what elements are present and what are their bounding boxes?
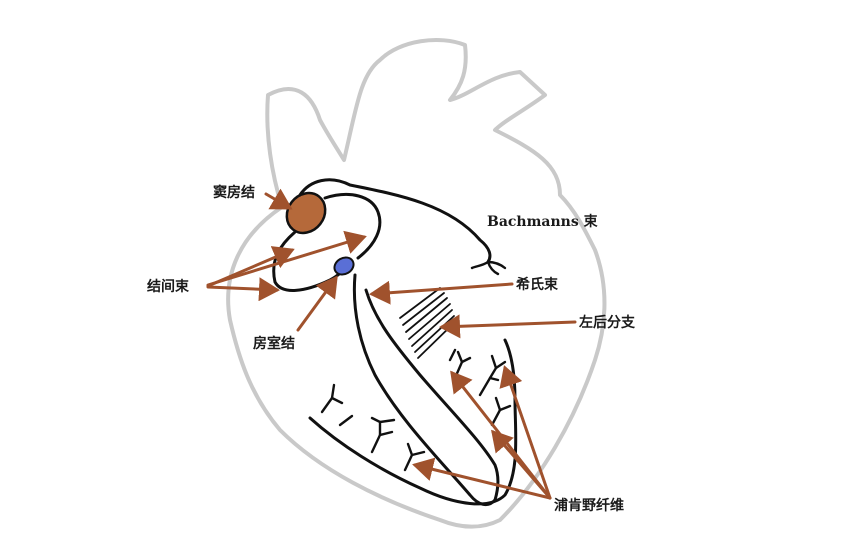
bachmann-tract <box>298 178 492 264</box>
label-bachmann-bundle: Bachmanns 束 <box>487 213 599 230</box>
fascicle-fiber <box>399 287 441 319</box>
arrow-purkinje-4 <box>450 370 552 500</box>
ventricle-lower-wall <box>308 338 518 506</box>
purkinje-twig <box>478 376 500 397</box>
sa-node <box>285 191 327 235</box>
arrow-internodal-3 <box>206 277 280 302</box>
arrow-sa-node <box>264 188 293 210</box>
label-purkinje-fibers: 浦肯野纤维 <box>554 497 624 514</box>
arrow-internodal-2 <box>206 246 295 288</box>
purkinje-twig <box>494 396 502 412</box>
purkinje-twig <box>453 350 464 380</box>
his-bundle-right-edge <box>364 288 500 502</box>
annotation-arrows <box>206 188 577 500</box>
purkinje-twig <box>330 383 336 400</box>
conduction-system <box>272 178 518 507</box>
purkinje-twig <box>448 348 457 362</box>
label-av-node: 房室结 <box>253 335 295 352</box>
purkinje-fibers <box>320 348 512 472</box>
purkinje-twig <box>370 430 394 454</box>
purkinje-twig <box>406 442 414 457</box>
purkinje-twig <box>370 416 382 437</box>
left-posterior-fascicle <box>399 287 456 359</box>
label-his-bundle: 希氏束 <box>516 276 559 293</box>
fascicle-fiber <box>408 303 451 340</box>
heart-outline <box>226 38 607 529</box>
av-node <box>333 256 355 276</box>
labels: 窦房结 结间束 房室结 Bachmanns 束 希氏束 左后分支 浦肯野纤维 <box>147 184 636 514</box>
fascicle-fiber <box>402 292 445 326</box>
purkinje-twig <box>488 360 507 380</box>
label-left-posterior-fascicle: 左后分支 <box>578 314 636 331</box>
bachmann-twig <box>486 260 507 270</box>
label-internodal-tracts: 结间束 <box>147 278 190 295</box>
arrow-purkinje-1 <box>412 457 552 500</box>
fascicle-fiber <box>414 315 455 353</box>
arrow-his-bundle <box>369 280 514 305</box>
purkinje-twig <box>490 354 498 370</box>
purkinje-twig <box>490 404 512 427</box>
bachmann-twig <box>470 260 490 270</box>
fascicle-fiber <box>405 297 448 333</box>
purkinje-twig <box>378 418 396 424</box>
arrow-purkinje-3 <box>499 365 552 500</box>
atrial-loop <box>323 193 382 260</box>
purkinje-twig <box>338 414 354 427</box>
purkinje-twig <box>460 356 472 364</box>
bachmann-twig <box>486 260 500 276</box>
purkinje-twig <box>320 396 344 414</box>
his-bundle-left-edge <box>352 273 497 507</box>
arrow-av-node <box>296 275 338 332</box>
label-sa-node: 窦房结 <box>213 184 255 201</box>
arrow-left-posterior-fascicle <box>439 314 577 339</box>
